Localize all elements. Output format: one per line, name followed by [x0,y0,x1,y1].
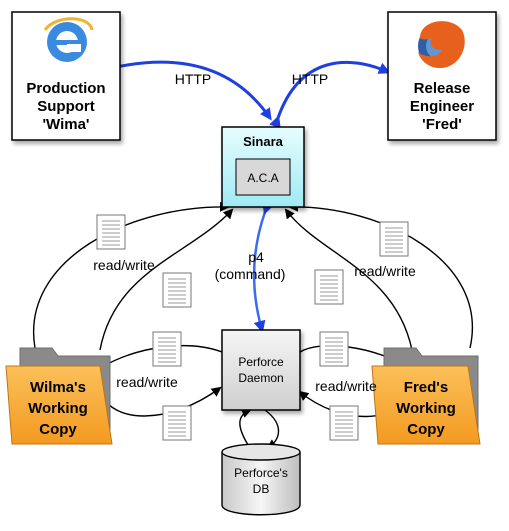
document-icon [162,272,192,308]
http-edge-left [101,60,272,121]
release-engineer-node: Release Engineer 'Fred' [387,11,497,141]
release-label-line2: Engineer [410,98,474,115]
perforce-label-line1: Perforce [238,355,284,369]
rw-label-bottom-left: read/write [116,374,178,390]
http-edge-right [269,60,391,129]
firefox-icon [418,21,465,68]
rw-edge-bottom-left [99,386,222,417]
rw-label-top-right: read/write [354,263,416,279]
wilma-label-line2: Working [28,400,88,417]
wilma-label-line1: Wilma's [30,379,86,396]
wilma-label-line3: Copy [39,421,77,438]
wilma-folder-node: Wilma's Working Copy [5,347,113,445]
sinara-title: Sinara [243,134,284,149]
rw-label-top-left: read/write [93,257,155,273]
production-support-node: Production Support 'Wima' [11,11,121,141]
rw-edge-top-left [32,201,230,349]
production-label-line2: Support [37,98,95,115]
fred-folder-node: Fred's Working Copy [371,347,481,445]
internet-explorer-icon [43,17,94,62]
rw-edge-top-right [288,201,473,349]
document-icon [152,331,182,367]
perforce-label-line2: Daemon [238,371,283,385]
perforce-daemon-node: Perforce Daemon [221,329,301,411]
sinara-node: Sinara A.C.A [221,126,305,208]
document-icon [379,221,409,257]
document-icon [319,331,349,367]
db-edge-return [264,409,280,450]
http-label-right: HTTP [292,71,329,87]
p4-edge [252,201,274,333]
rw-edge-top-right-inner [284,208,413,351]
http-label-left: HTTP [175,71,212,87]
release-label-line3: 'Fred' [422,116,462,133]
perforce-db-node: Perforce's DB [221,443,301,516]
release-label-line1: Release [414,80,471,97]
document-icons [96,214,409,441]
db-label-line2: DB [253,482,270,496]
production-label-line1: Production [26,80,105,97]
fred-label-line3: Copy [407,421,445,438]
rw-label-bottom-right: read/write [315,378,377,394]
document-icon [329,405,359,441]
db-edge [239,408,252,449]
production-label-line3: 'Wima' [42,116,89,133]
p4-label-line2: (command) [215,266,286,282]
db-label-line1: Perforce's [234,466,288,480]
aca-label: A.C.A [247,171,278,185]
document-icon [162,405,192,441]
fred-label-line2: Working [396,400,456,417]
fred-label-line1: Fred's [404,379,448,396]
p4-label-line1: p4 [248,249,264,265]
rw-edge-top-left-inner [99,208,234,351]
document-icon [314,269,344,305]
document-icon [96,214,126,250]
